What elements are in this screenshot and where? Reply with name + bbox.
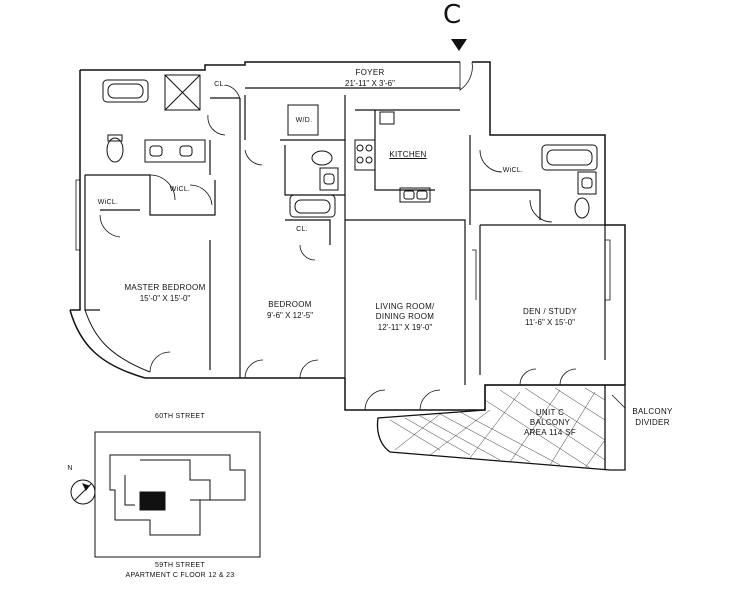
key-plan-bottom-street: 59TH STREET: [155, 562, 205, 569]
unit-location-highlight: [139, 491, 166, 511]
closet-top-label: CL.: [214, 81, 226, 88]
living-dining-dims: 12'-11" X 19'-0": [377, 323, 433, 332]
key-plan-north-label: N: [67, 465, 73, 472]
window-marks: [75, 179, 611, 301]
foyer-dims: 21'-11" X 3'-6": [345, 79, 395, 88]
bedroom-label: BEDROOM: [268, 300, 312, 309]
balcony-outline: [376, 384, 626, 471]
kitchen-label: KITCHEN: [389, 150, 427, 159]
key-plan: [70, 431, 261, 558]
balcony-divider-label-line2: DIVIDER: [635, 418, 670, 427]
wic-master-right-label: WiCL.: [169, 186, 191, 193]
balcony-divider-label-line1: BALCONY: [632, 407, 673, 416]
balcony-hatching: [389, 387, 606, 469]
balcony-label-line1: UNIT C: [535, 408, 565, 417]
key-plan-caption: APARTMENT C FLOOR 12 & 23: [125, 572, 235, 579]
master-bedroom-label: MASTER BEDROOM: [124, 283, 206, 292]
entry-marker-letter: C: [443, 0, 462, 30]
den-study-label: DEN / STUDY: [523, 307, 577, 316]
closet-bedroom-label: CL.: [296, 226, 308, 233]
foyer-label: FOYER: [355, 68, 385, 77]
living-dining-label-line2: DINING ROOM: [375, 312, 435, 321]
exterior-walls: [69, 61, 626, 411]
washer-dryer-label: W/D.: [295, 117, 313, 124]
interior-walls: [84, 87, 606, 385]
balcony-label-line3: AREA 114 SF: [523, 428, 577, 437]
door-swings: [99, 61, 577, 411]
key-plan-top-street: 60TH STREET: [155, 413, 205, 420]
balcony-label-line2: BALCONY: [529, 418, 571, 427]
divider-leader: [611, 394, 626, 409]
bath-fixtures: [102, 74, 598, 219]
living-dining-label-line1: LIVING ROOM/: [375, 302, 435, 311]
master-bedroom-dims: 15'-0" X 15'-0": [139, 294, 191, 303]
bedroom-dims: 9'-6" X 12'-5": [266, 311, 314, 320]
wic-right-label: WiCL.: [502, 167, 524, 174]
wic-master-left-label: WiCL.: [97, 199, 119, 206]
den-study-dims: 11'-6" X 15'-0": [525, 318, 575, 327]
entry-arrow-icon: [451, 39, 467, 51]
